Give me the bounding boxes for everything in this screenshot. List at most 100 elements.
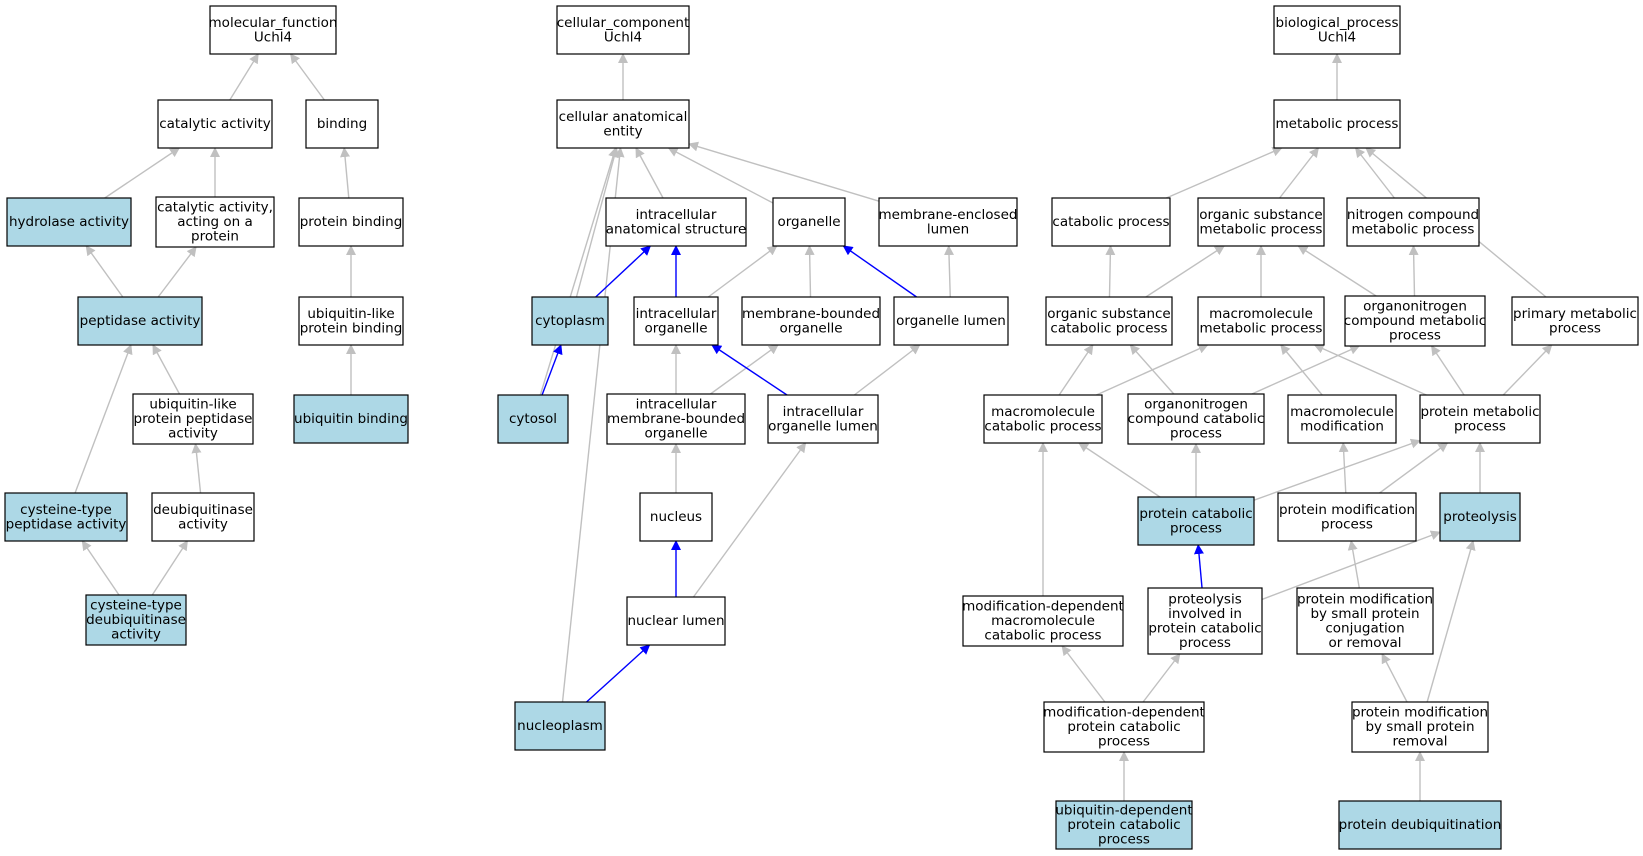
node-label-line: organelle	[777, 214, 840, 230]
node-box	[1439, 492, 1521, 542]
node-box	[85, 594, 187, 646]
edge-cysteine_deubiquitinase-to-deubiquitinase_activity	[151, 540, 188, 596]
node-label-line: proteolysis	[1443, 509, 1517, 525]
node-box	[1419, 394, 1541, 444]
node-cytosol[interactable]: cytosol	[497, 394, 569, 444]
node-box	[298, 296, 404, 346]
node-label-line: Uchl4	[254, 29, 292, 45]
node-proteolysis[interactable]: proteolysis	[1439, 492, 1521, 542]
edge-protein_binding-to-binding	[340, 147, 351, 199]
node-box	[4, 492, 128, 542]
node-label-line: anatomical structure	[606, 221, 747, 237]
edge-organelle_lumen-to-membrane_enclosed_lumen	[944, 245, 954, 298]
edge-macromolecule_catabolic-to-organic_substance_catabolic	[1058, 344, 1094, 396]
node-label-line: catalytic activity	[159, 116, 271, 132]
node-box	[1137, 496, 1255, 546]
node-label-line: protein catabolic	[1067, 817, 1180, 833]
node-label-line: activity	[111, 627, 161, 643]
edge-organelle-to-cellular_anatomical_entity	[667, 147, 774, 204]
node-ubiquitin-binding[interactable]: ubiquitin binding	[293, 394, 409, 444]
node-label-line: nucleoplasm	[517, 718, 603, 734]
edge-nitrogen_compound_metabolic-to-metabolic_process	[1354, 147, 1395, 199]
node-nucleus[interactable]: nucleus	[639, 492, 713, 542]
node-label-line: catabolic process	[1050, 320, 1167, 336]
edge-protein_modification_process-to-macromolecule_modification	[1338, 442, 1349, 494]
edge-organelle_lumen-to-organelle	[842, 245, 917, 298]
node-box	[6, 197, 132, 247]
node-nucleoplasm[interactable]: nucleoplasm	[514, 701, 606, 751]
edge-intracellular_organelle_lumen-to-intracellular_organelle	[711, 344, 788, 396]
node-protein-deubiquitination[interactable]: protein deubiquitination	[1338, 800, 1502, 850]
node-label-line: catabolic process	[1052, 214, 1169, 230]
node-binding[interactable]: binding	[305, 99, 379, 149]
node-catalytic-activity[interactable]: catalytic activity	[157, 99, 273, 149]
node-box	[305, 99, 379, 149]
node-catabolic-process[interactable]: catabolic process	[1051, 197, 1171, 247]
edge-proteolysis_involved_catabolic-to-protein_catabolic	[1193, 544, 1204, 589]
node-protein-binding[interactable]: protein binding	[298, 197, 404, 247]
node-cytoplasm[interactable]: cytoplasm	[531, 296, 609, 346]
edge-organic_substance_catabolic-to-organic_substance_metabolic	[1145, 245, 1225, 298]
node-label-line: protein	[191, 229, 239, 245]
node-label-line: catabolic process	[984, 418, 1101, 434]
node-label-line: activity	[178, 516, 228, 532]
node-label-line: ubiquitin-like	[307, 306, 394, 322]
node-label-line: nitrogen compound	[1347, 207, 1479, 223]
node-label-line: organonitrogen	[1363, 299, 1467, 315]
node-organelle-lumen[interactable]: organelle lumen	[893, 296, 1009, 346]
node-box	[1043, 701, 1205, 753]
edge-protein_catabolic-to-protein_metabolic	[1253, 438, 1421, 501]
node-box	[514, 701, 606, 751]
node-box	[77, 296, 203, 346]
edge-organonitrogen_catabolic-to-organonitrogen_metabolic	[1251, 345, 1361, 395]
node-organelle[interactable]: organelle	[772, 197, 846, 247]
node-nuclear-lumen[interactable]: nuclear lumen	[626, 596, 726, 646]
node-label-line: membrane-enclosed	[879, 207, 1018, 223]
node-label-line: protein catabolic	[1067, 719, 1180, 735]
node-metabolic-process[interactable]: metabolic process	[1273, 99, 1401, 149]
node-label-line: process	[1179, 635, 1231, 651]
node-peptidase-activity[interactable]: peptidase activity	[77, 296, 203, 346]
node-label-line: binding	[317, 116, 367, 132]
edge-membrane_enclosed_lumen-to-cellular_anatomical_entity	[688, 141, 880, 202]
node-box	[741, 296, 881, 346]
node-box	[531, 296, 609, 346]
node-modification-dependent-macromolecule-catabolic[interactable]: modification-dependentmacromoleculecatab…	[962, 595, 1124, 647]
node-hydrolase-activity[interactable]: hydrolase activity	[6, 197, 132, 247]
